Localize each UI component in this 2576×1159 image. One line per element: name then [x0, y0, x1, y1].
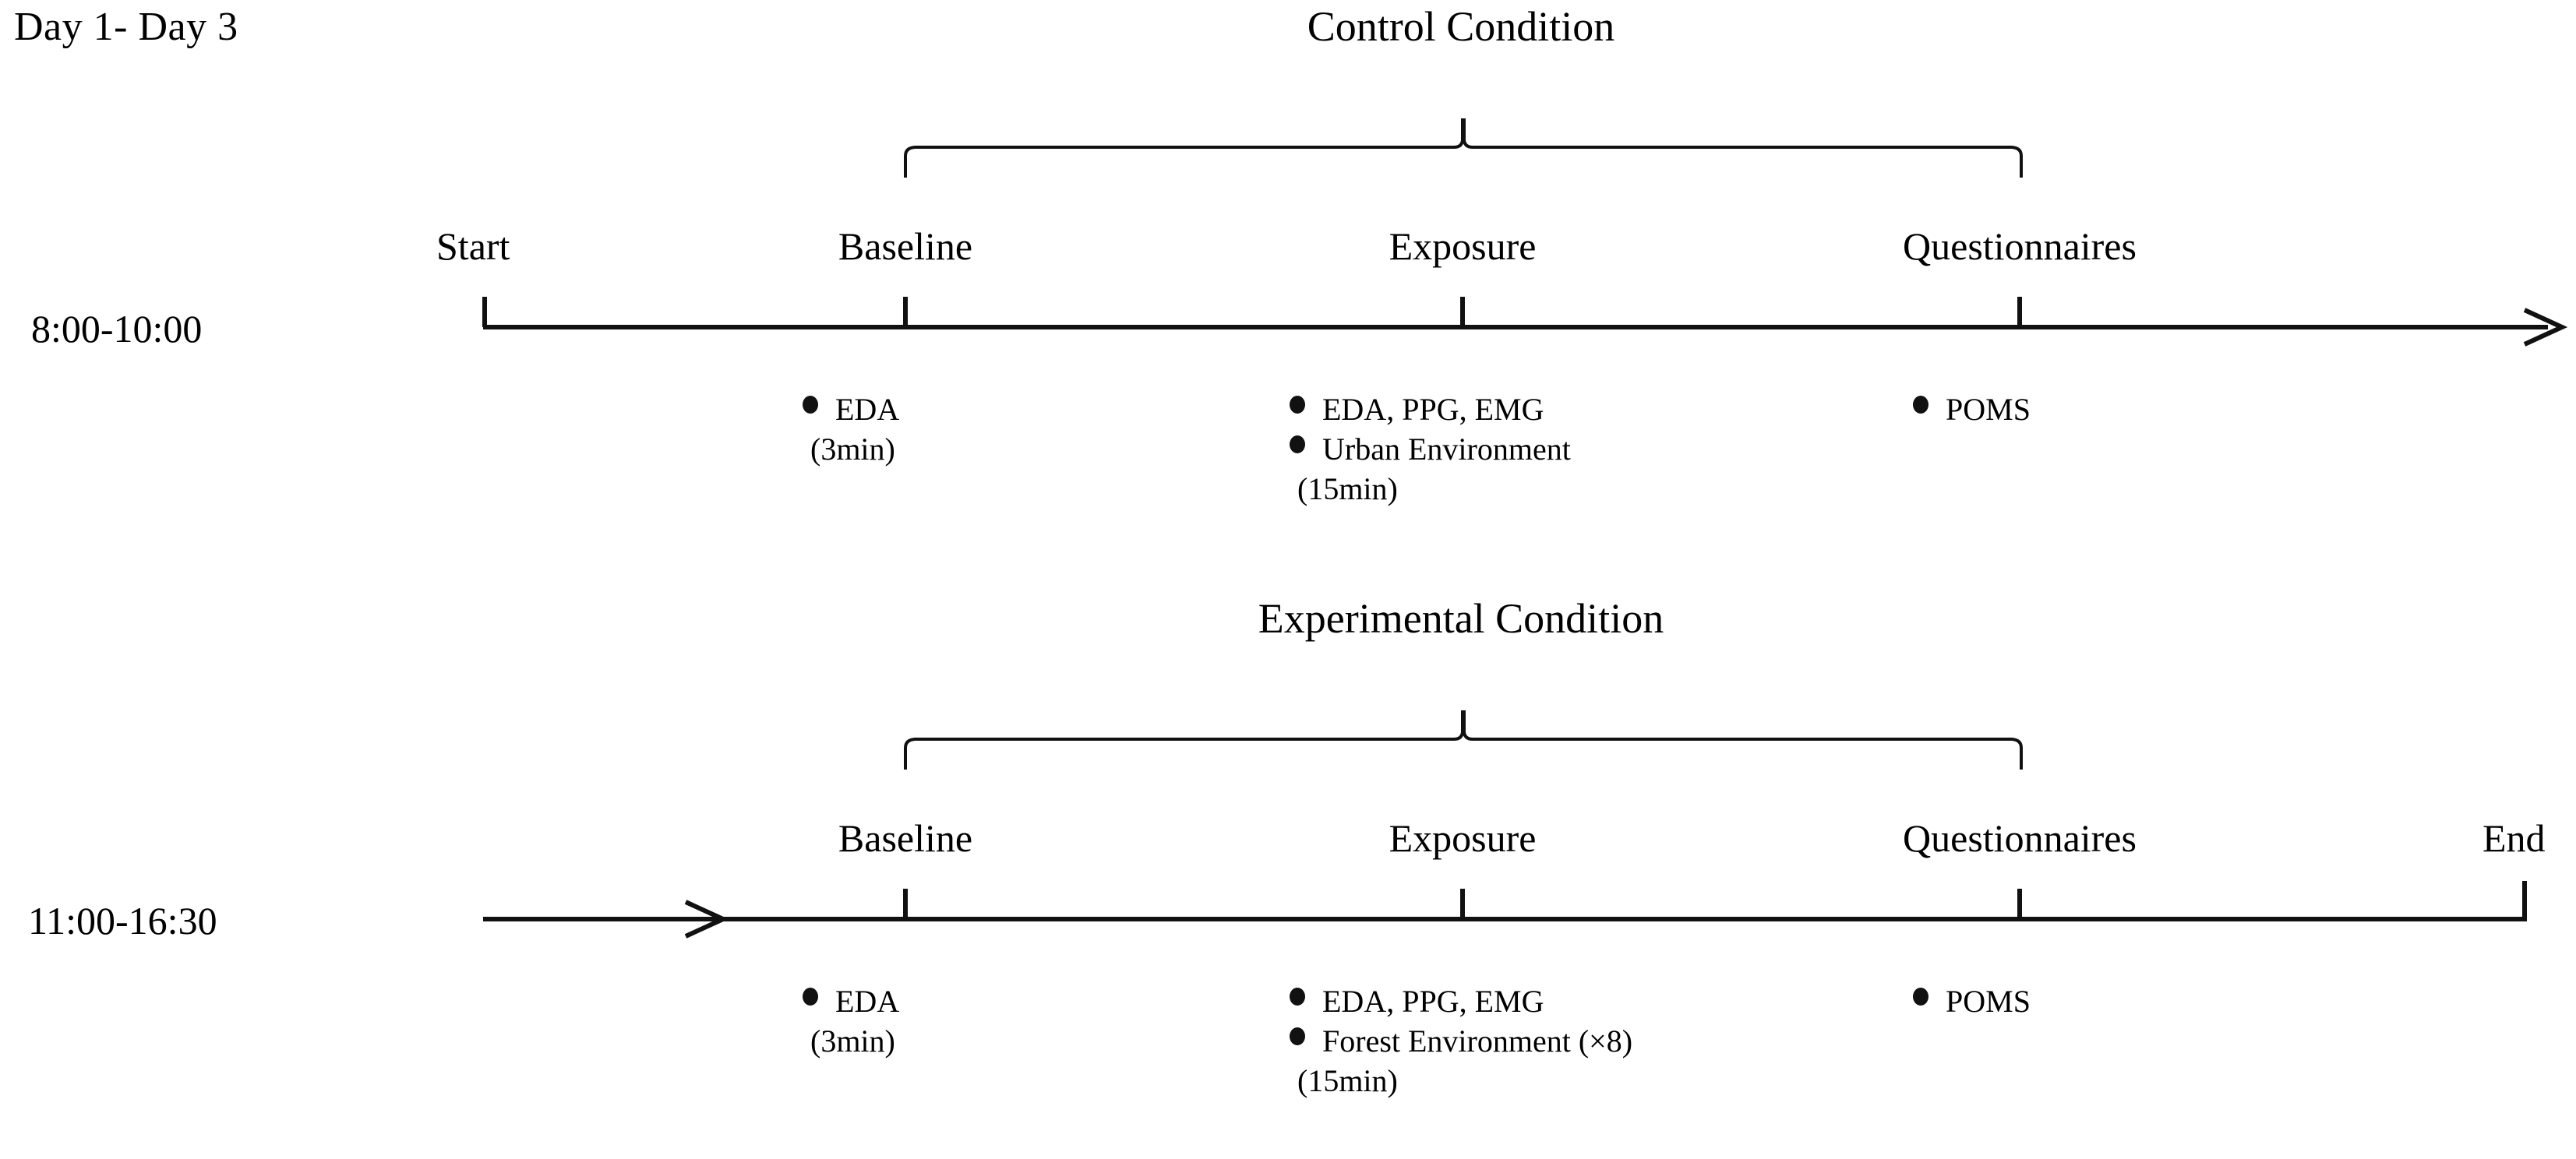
experimental-time-label: 11:00-16:30	[28, 899, 217, 942]
experimental-condition-title: Experimental Condition	[1258, 595, 1664, 642]
bullet-dot-icon	[803, 396, 818, 414]
control-baseline-duration: (3min)	[810, 432, 895, 467]
control-start-label: Start	[436, 224, 510, 268]
control-exposure-item-1: Urban Environment	[1322, 432, 1571, 467]
bullet-dot-icon	[803, 988, 818, 1006]
experimental-exposure-item-1: Forest Environment (×8)	[1322, 1023, 1633, 1059]
experimental-phase-label-baseline: Baseline	[838, 816, 973, 860]
experimental-baseline-details: EDA (3min)	[803, 981, 899, 1061]
control-condition-title: Control Condition	[1307, 3, 1615, 50]
control-exposure-details: EDA, PPG, EMG Urban Environment (15min)	[1290, 389, 1571, 509]
experimental-exposure-duration: (15min)	[1297, 1063, 1398, 1099]
experimental-condition-bracket	[904, 710, 2023, 770]
experimental-baseline-duration: (3min)	[810, 1023, 895, 1059]
list-item: POMS	[1913, 981, 2031, 1021]
control-questionnaires-item-0: POMS	[1946, 392, 2031, 427]
list-item: EDA	[803, 981, 899, 1021]
experimental-exposure-details: EDA, PPG, EMG Forest Environment (×8) (1…	[1290, 981, 1632, 1101]
experimental-phase-label-exposure: Exposure	[1389, 816, 1537, 860]
experimental-baseline-item-0: EDA	[835, 984, 900, 1019]
list-item: Urban Environment	[1290, 429, 1571, 469]
list-item: Forest Environment (×8)	[1290, 1021, 1632, 1061]
bullet-dot-icon	[1290, 435, 1305, 454]
bullet-dot-icon	[1913, 988, 1928, 1006]
bullet-dot-icon	[1290, 988, 1305, 1006]
bullet-dot-icon	[1290, 1027, 1305, 1046]
list-item: EDA	[803, 389, 899, 429]
control-timeline-axis	[482, 297, 2568, 347]
list-item: EDA, PPG, EMG	[1290, 981, 1632, 1021]
control-questionnaires-details: POMS	[1913, 389, 2031, 429]
day-range-label: Day 1- Day 3	[14, 5, 238, 49]
experimental-phase-label-questionnaires: Questionnaires	[1903, 816, 2137, 860]
experimental-questionnaires-details: POMS	[1913, 981, 2031, 1021]
experimental-exposure-item-0: EDA, PPG, EMG	[1322, 984, 1544, 1019]
experimental-end-label: End	[2482, 816, 2546, 860]
control-condition-bracket	[904, 118, 2023, 178]
control-exposure-duration: (15min)	[1297, 471, 1398, 507]
control-time-label: 8:00-10:00	[31, 307, 203, 351]
control-baseline-item-0: EDA	[835, 392, 900, 427]
experimental-questionnaires-item-0: POMS	[1946, 984, 2031, 1019]
bullet-dot-icon	[1290, 396, 1305, 414]
control-baseline-details: EDA (3min)	[803, 389, 899, 469]
experimental-timeline-axis	[483, 881, 2527, 939]
control-phase-label-baseline: Baseline	[838, 224, 973, 268]
list-item: POMS	[1913, 389, 2031, 429]
list-item: EDA, PPG, EMG	[1290, 389, 1571, 429]
control-phase-label-questionnaires: Questionnaires	[1903, 224, 2137, 268]
bullet-dot-icon	[1913, 396, 1928, 414]
control-phase-label-exposure: Exposure	[1389, 224, 1537, 268]
control-exposure-item-0: EDA, PPG, EMG	[1322, 392, 1544, 427]
